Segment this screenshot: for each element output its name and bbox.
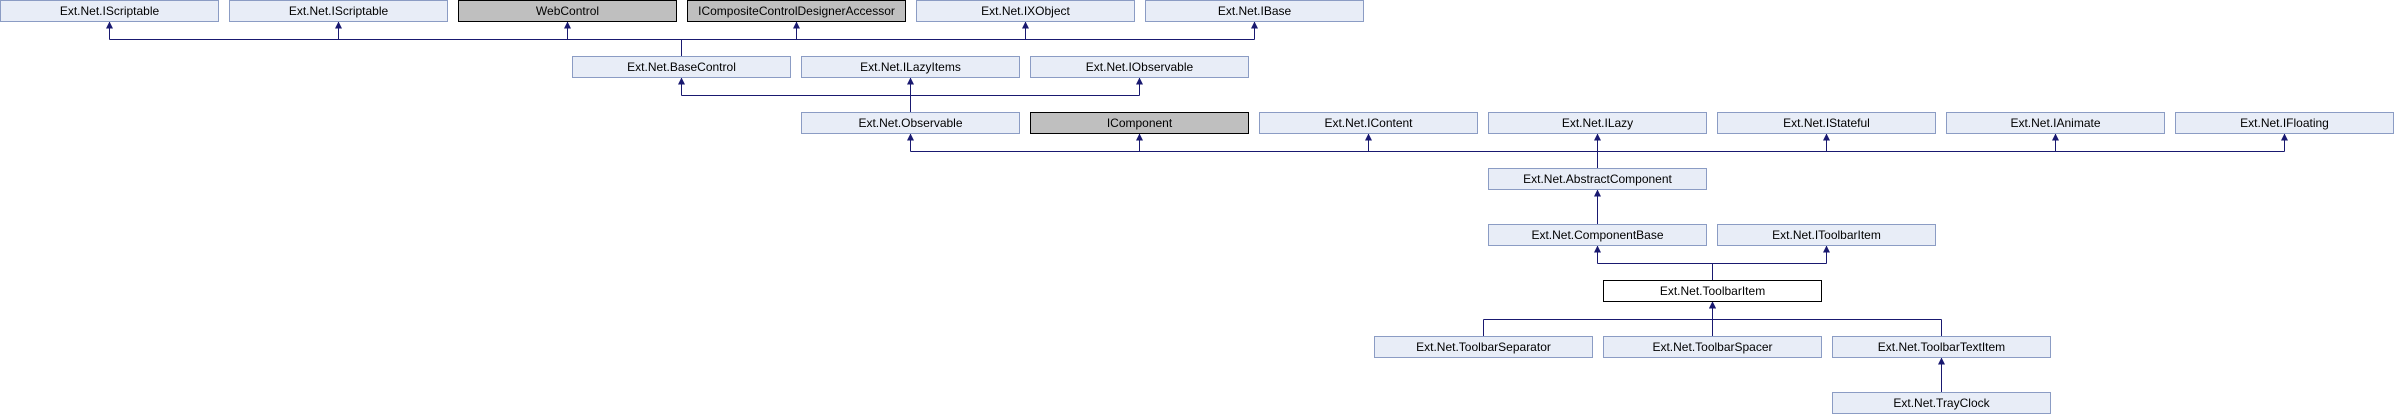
class-node-label: IComponent xyxy=(1107,116,1173,130)
class-node-box xyxy=(801,56,1020,78)
class-node-box xyxy=(1488,168,1707,190)
class-node-box xyxy=(1488,112,1707,134)
class-node-label: Ext.Net.ComponentBase xyxy=(1531,228,1663,242)
class-node-icomponent[interactable]: IComponent xyxy=(1030,112,1249,134)
class-node-label: Ext.Net.IToolbarItem xyxy=(1772,228,1881,242)
class-node-box xyxy=(1603,280,1822,302)
class-node-box xyxy=(1145,0,1364,22)
edges-layer xyxy=(106,21,2288,393)
class-node-trayclock[interactable]: Ext.Net.TrayClock xyxy=(1832,392,2051,414)
class-node-label: Ext.Net.IXObject xyxy=(981,4,1070,18)
class-node-box xyxy=(1946,112,2165,134)
class-node-componentbase[interactable]: Ext.Net.ComponentBase xyxy=(1488,224,1707,246)
class-node-box xyxy=(1832,392,2051,414)
class-node-box xyxy=(916,0,1135,22)
class-node-istateful[interactable]: Ext.Net.IStateful xyxy=(1717,112,1936,134)
class-node-label: Ext.Net.ILazyItems xyxy=(860,60,961,74)
class-node-toolbarspacer[interactable]: Ext.Net.ToolbarSpacer xyxy=(1603,336,1822,358)
class-node-label: Ext.Net.ToolbarTextItem xyxy=(1878,340,2005,354)
class-node-iobservable[interactable]: Ext.Net.IObservable xyxy=(1030,56,1249,78)
class-node-abstractcomponent[interactable]: Ext.Net.AbstractComponent xyxy=(1488,168,1707,190)
class-node-box xyxy=(0,0,219,22)
class-node-box xyxy=(1832,336,2051,358)
class-node-label: Ext.Net.IScriptable xyxy=(289,4,389,18)
class-node-box xyxy=(1030,112,1249,134)
class-node-icontent[interactable]: Ext.Net.IContent xyxy=(1259,112,1478,134)
class-node-box xyxy=(1717,224,1936,246)
class-node-box xyxy=(458,0,677,22)
class-node-iscriptable-1[interactable]: Ext.Net.IScriptable xyxy=(0,0,219,22)
class-node-iscriptable-2[interactable]: Ext.Net.IScriptable xyxy=(229,0,448,22)
class-node-box xyxy=(229,0,448,22)
class-node-ixobject[interactable]: Ext.Net.IXObject xyxy=(916,0,1135,22)
class-node-toolbartextitem[interactable]: Ext.Net.ToolbarTextItem xyxy=(1832,336,2051,358)
class-node-label: Ext.Net.IContent xyxy=(1324,116,1413,130)
class-node-webcontrol[interactable]: WebControl xyxy=(458,0,677,22)
class-node-icompositecontroldesigneraccessor[interactable]: ICompositeControlDesignerAccessor xyxy=(687,0,906,22)
class-node-box xyxy=(801,112,1020,134)
class-node-label: Ext.Net.ToolbarSeparator xyxy=(1416,340,1551,354)
class-node-box xyxy=(1488,224,1707,246)
class-node-label: ICompositeControlDesignerAccessor xyxy=(698,4,895,18)
class-node-label: Ext.Net.IAnimate xyxy=(2010,116,2100,130)
class-node-box xyxy=(572,56,791,78)
class-node-box xyxy=(1030,56,1249,78)
class-node-ifloating[interactable]: Ext.Net.IFloating xyxy=(2175,112,2394,134)
class-node-box xyxy=(1374,336,1593,358)
class-node-box xyxy=(1603,336,1822,358)
class-node-itoolbaritem[interactable]: Ext.Net.IToolbarItem xyxy=(1717,224,1936,246)
class-node-box xyxy=(1717,112,1936,134)
class-node-label: Ext.Net.TrayClock xyxy=(1893,396,1990,410)
class-node-label: Ext.Net.IFloating xyxy=(2240,116,2329,130)
class-node-box xyxy=(687,0,906,22)
class-node-label: Ext.Net.Observable xyxy=(858,116,962,130)
class-node-label: Ext.Net.IStateful xyxy=(1783,116,1870,130)
class-node-observable[interactable]: Ext.Net.Observable xyxy=(801,112,1020,134)
class-node-label: Ext.Net.AbstractComponent xyxy=(1523,172,1672,186)
class-node-label: Ext.Net.BaseControl xyxy=(627,60,736,74)
class-node-box xyxy=(1259,112,1478,134)
class-node-label: WebControl xyxy=(536,4,599,18)
class-node-ibase[interactable]: Ext.Net.IBase xyxy=(1145,0,1364,22)
class-node-ilazyitems[interactable]: Ext.Net.ILazyItems xyxy=(801,56,1020,78)
class-node-ianimate[interactable]: Ext.Net.IAnimate xyxy=(1946,112,2165,134)
class-node-label: Ext.Net.IBase xyxy=(1218,4,1292,18)
class-node-label: Ext.Net.ToolbarItem xyxy=(1660,284,1765,298)
class-node-label: Ext.Net.IObservable xyxy=(1086,60,1194,74)
class-node-label: Ext.Net.IScriptable xyxy=(60,4,160,18)
class-node-label: Ext.Net.ToolbarSpacer xyxy=(1652,340,1772,354)
class-node-basecontrol[interactable]: Ext.Net.BaseControl xyxy=(572,56,791,78)
class-node-label: Ext.Net.ILazy xyxy=(1562,116,1633,130)
class-node-ilazy[interactable]: Ext.Net.ILazy xyxy=(1488,112,1707,134)
class-node-toolbaritem[interactable]: Ext.Net.ToolbarItem xyxy=(1603,280,1822,302)
class-node-toolbarseparator[interactable]: Ext.Net.ToolbarSeparator xyxy=(1374,336,1593,358)
